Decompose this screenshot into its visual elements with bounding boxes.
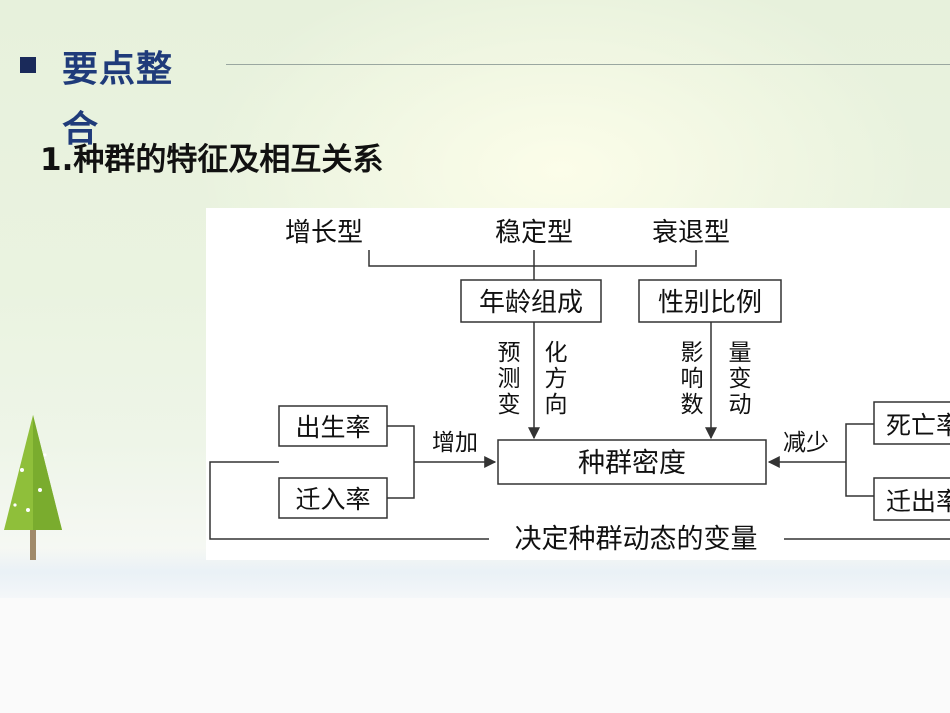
quantity-label-1: 量 [729,340,752,366]
trend-label-3: 向 [545,392,568,418]
emigration-rate-label: 迁出率 [886,487,950,516]
decrease-label: 减少 [783,430,829,456]
sex-ratio-box [638,279,782,323]
diagram-heading: 1.种群的特征及相互关系 [40,142,384,178]
affect-label-3: 数 [681,392,704,418]
age-type-bracket [368,250,697,267]
trend-label-1: 化 [545,340,568,366]
predict-label-2: 测 [498,366,521,392]
affect-label-1: 影 [681,340,704,366]
age-type-growth: 增长型 [285,218,363,248]
immigration-rate-box [278,477,388,519]
death-rate-box [873,401,950,445]
emigration-rate-box [873,477,950,521]
section-title: 要点整合 [62,49,174,150]
death-rate-label: 死亡率 [886,411,950,440]
right-bracket [845,423,874,497]
birth-rate-box [278,405,388,447]
age-structure-box [460,279,602,323]
immigration-rate-label: 迁入率 [295,485,370,514]
predict-label-1: 预 [498,340,521,366]
quantity-label-2: 变 [729,366,752,392]
sex-ratio-label: 性别比例 [658,288,762,318]
trend-label-2: 方 [545,366,568,392]
age-type-stable: 稳定型 [495,218,573,248]
bullet-square-icon [20,57,36,73]
population-density-box [497,439,767,485]
quantity-label-3: 动 [729,392,752,418]
age-structure-label: 年龄组成 [479,288,583,318]
title-divider [226,64,950,65]
birth-rate-label: 出生率 [295,413,370,442]
predict-label-3: 变 [498,392,521,418]
affect-label-2: 响 [681,366,704,392]
tree-icon [4,415,62,560]
age-type-decline: 衰退型 [652,218,730,248]
snow-ground [0,598,950,713]
determine-label: 决定种群动态的变量 [515,524,758,555]
population-concept-diagram: 增长型 稳定型 衰退型 年龄组成 性别比例 预 测 变 化 方 向 影 响 数 … [206,208,950,560]
population-density-label: 种群密度 [578,448,686,479]
feedback-line-left [209,461,489,540]
increase-label: 增加 [432,430,478,456]
